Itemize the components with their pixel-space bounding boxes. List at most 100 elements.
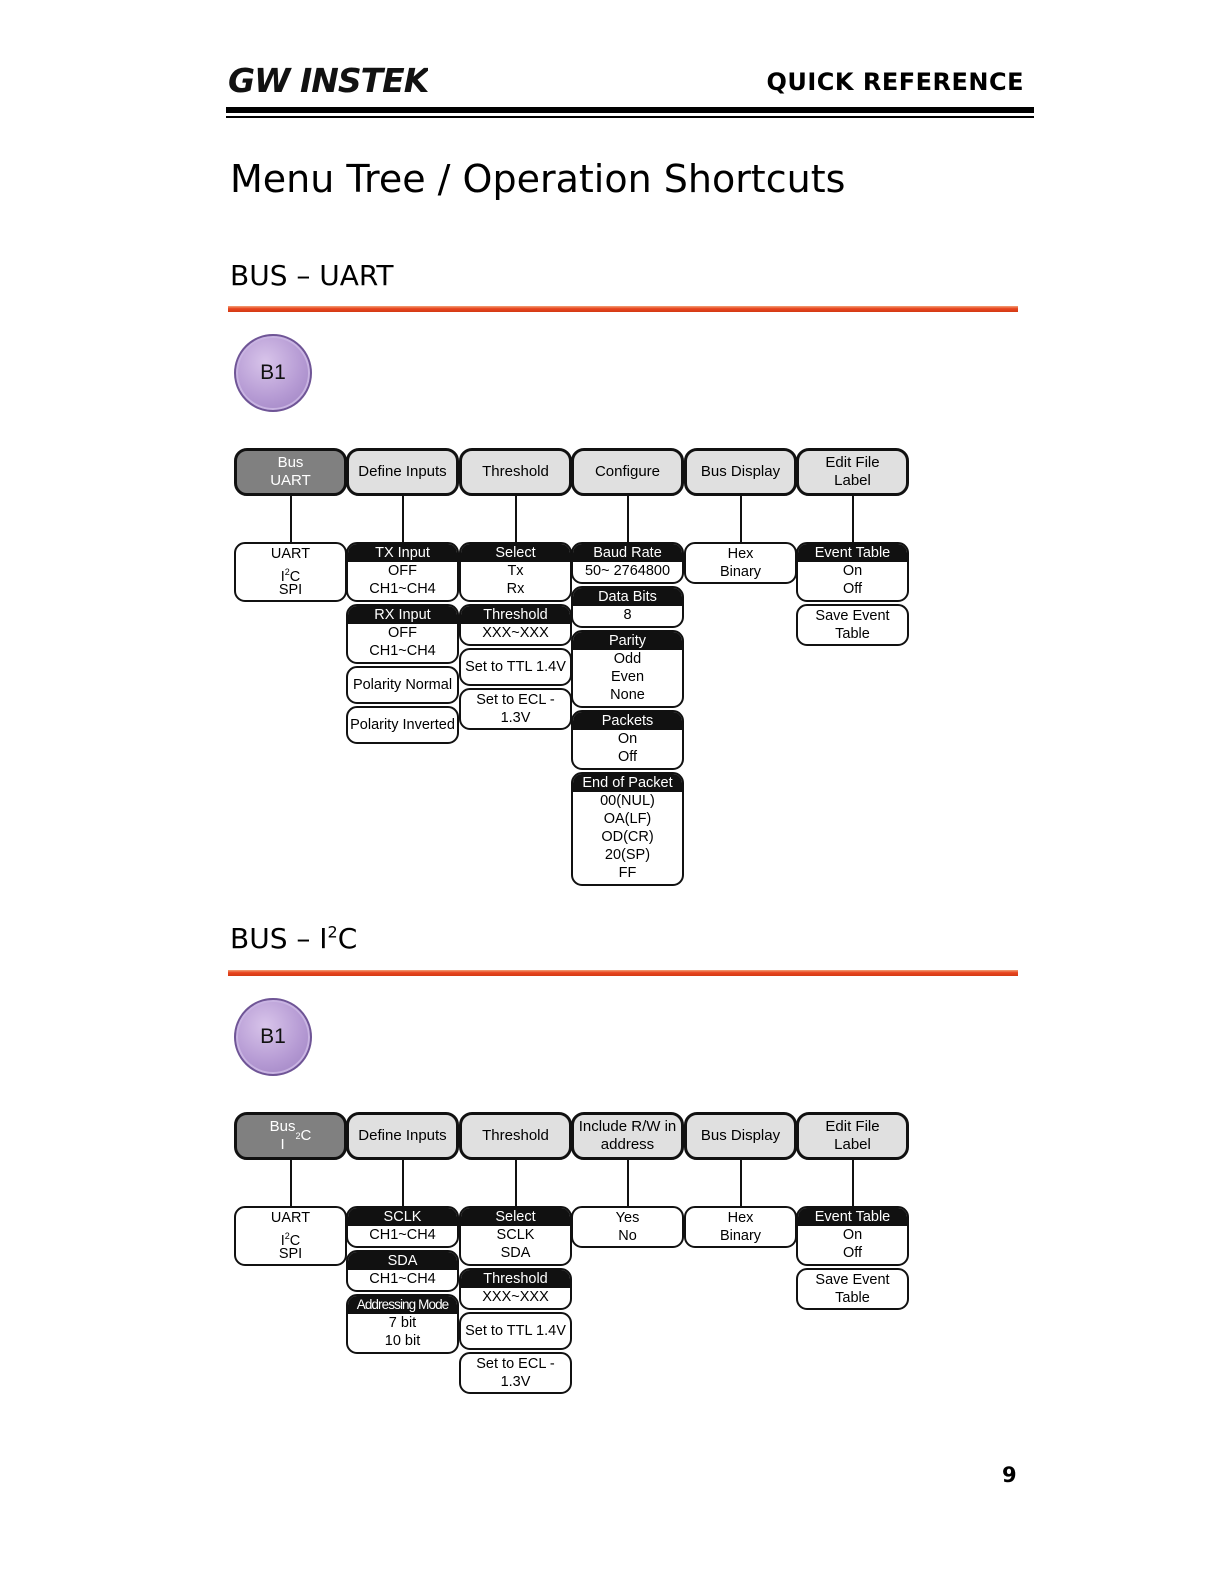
menu-option[interactable]: Hex — [727, 1210, 754, 1226]
menu-box-header: Select — [461, 1208, 570, 1226]
menu-option[interactable]: None — [610, 687, 645, 703]
menu-option[interactable]: 1.3V — [500, 1374, 531, 1390]
menu-option[interactable]: Set to TTL 1.4V — [465, 659, 566, 675]
menu-option[interactable]: Binary — [719, 1228, 762, 1244]
menu-option[interactable]: Off — [842, 581, 863, 597]
menu-box-set-to-ttl-1-4v[interactable]: Set to TTL 1.4V — [459, 648, 572, 686]
menu-option[interactable]: Polarity Inverted — [350, 717, 455, 733]
menu-option[interactable]: On — [842, 563, 863, 579]
section-rule-i2c — [228, 970, 1018, 976]
menu-option[interactable]: OD(CR) — [601, 829, 654, 845]
menu-option[interactable]: CH1~CH4 — [369, 1271, 436, 1287]
softkey-edit-file-label[interactable]: Edit File Label — [796, 448, 909, 496]
menu-option[interactable]: SDA — [500, 1245, 531, 1261]
softkey-bus-display[interactable]: Bus Display — [684, 1112, 797, 1160]
menu-box-set-to-ttl-1-4v[interactable]: Set to TTL 1.4V — [459, 1312, 572, 1350]
menu-box-set-to-ecl[interactable]: Set to ECL - 1.3V — [459, 688, 572, 730]
menu-option[interactable]: No — [618, 1228, 637, 1244]
menu-option[interactable]: OA(LF) — [603, 811, 652, 827]
menu-option[interactable]: Save Event — [815, 1272, 890, 1288]
softkey-configure[interactable]: Configure — [571, 448, 684, 496]
menu-box-header: Packets — [573, 712, 682, 730]
menu-option[interactable]: 8 — [623, 607, 632, 623]
menu-option[interactable]: Table — [835, 626, 870, 642]
b1-bus-key[interactable]: B1 — [234, 334, 312, 412]
menu-option[interactable]: 7 bit — [388, 1315, 417, 1331]
menu-option[interactable]: On — [842, 1227, 863, 1243]
menu-option[interactable]: 00(NUL) — [600, 793, 655, 809]
menu-option[interactable]: Polarity Normal — [352, 677, 453, 693]
menu-option[interactable]: Yes — [615, 1210, 640, 1226]
menu-option[interactable]: Off — [617, 749, 638, 765]
menu-option[interactable]: Off — [842, 1245, 863, 1261]
menu-option[interactable]: Rx — [506, 581, 525, 597]
menu-option[interactable]: CH1~CH4 — [369, 643, 436, 659]
menu-option[interactable]: Table — [835, 1290, 870, 1306]
softkey-include-r-w-in-address[interactable]: Include R/W in address — [571, 1112, 684, 1160]
menu-option[interactable]: 20(SP) — [604, 847, 651, 863]
menu-option[interactable]: Save Event — [815, 608, 890, 624]
menu-box-polarity-normal[interactable]: Polarity Normal — [346, 666, 459, 704]
menu-option[interactable]: XXX~XXX — [482, 1289, 549, 1305]
menu-option[interactable]: Hex — [727, 546, 754, 562]
menu-option[interactable]: CH1~CH4 — [369, 581, 436, 597]
menu-option[interactable]: XXX~XXX — [482, 625, 549, 641]
menu-option[interactable]: Set to TTL 1.4V — [465, 1323, 566, 1339]
menu-box-set-to-ecl[interactable]: Set to ECL - 1.3V — [459, 1352, 572, 1394]
menu-option[interactable]: UART — [270, 1210, 311, 1226]
menu-option[interactable]: OFF — [388, 563, 417, 579]
softkey-define-inputs[interactable]: Define Inputs — [346, 1112, 459, 1160]
menu-option[interactable]: Even — [610, 669, 645, 685]
softkey-threshold[interactable]: Threshold — [459, 1112, 572, 1160]
menu-option[interactable]: Tx — [507, 563, 524, 579]
menu-option[interactable]: CH1~CH4 — [369, 1227, 436, 1243]
softkey-define-inputs[interactable]: Define Inputs — [346, 448, 459, 496]
menu-option[interactable]: OFF — [388, 625, 417, 641]
softkey-edit-file-label[interactable]: Edit File Label — [796, 1112, 909, 1160]
menu-option[interactable]: Odd — [613, 651, 642, 667]
menu-option[interactable]: I2C — [280, 567, 301, 585]
b1-bus-key[interactable]: B1 — [234, 998, 312, 1076]
softkey-threshold[interactable]: Threshold — [459, 448, 572, 496]
softkey-bus-uart[interactable]: Bus UART — [234, 448, 347, 496]
menu-option[interactable]: Set to ECL - — [476, 1356, 555, 1372]
menu-box-polarity-inverted[interactable]: Polarity Inverted — [346, 706, 459, 744]
menu-option[interactable]: SPI — [278, 582, 303, 598]
menu-option[interactable]: FF — [618, 865, 637, 881]
softkey-bus-display[interactable]: Bus Display — [684, 448, 797, 496]
menu-option[interactable]: 10 bit — [384, 1333, 421, 1349]
menu-option[interactable]: UART — [270, 546, 311, 562]
menu-option[interactable]: SCLK — [496, 1227, 535, 1243]
menu-option[interactable]: I2C — [280, 1231, 301, 1249]
menu-option[interactable]: Set to ECL - — [476, 692, 555, 708]
menu-option[interactable]: SPI — [278, 1246, 303, 1262]
menu-option[interactable]: 50~ 2764800 — [584, 563, 671, 579]
menu-option[interactable]: 1.3V — [500, 710, 531, 726]
menu-option[interactable]: Binary — [719, 564, 762, 580]
menu-option[interactable]: On — [617, 731, 638, 747]
